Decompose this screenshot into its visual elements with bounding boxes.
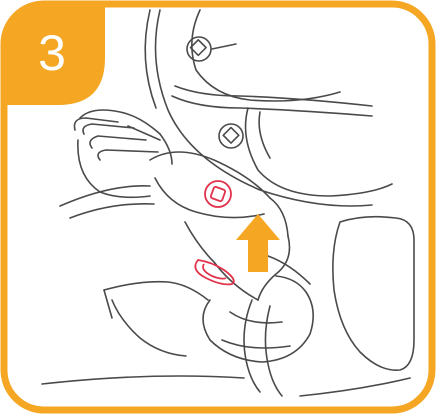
step-number: 3 xyxy=(22,22,82,84)
